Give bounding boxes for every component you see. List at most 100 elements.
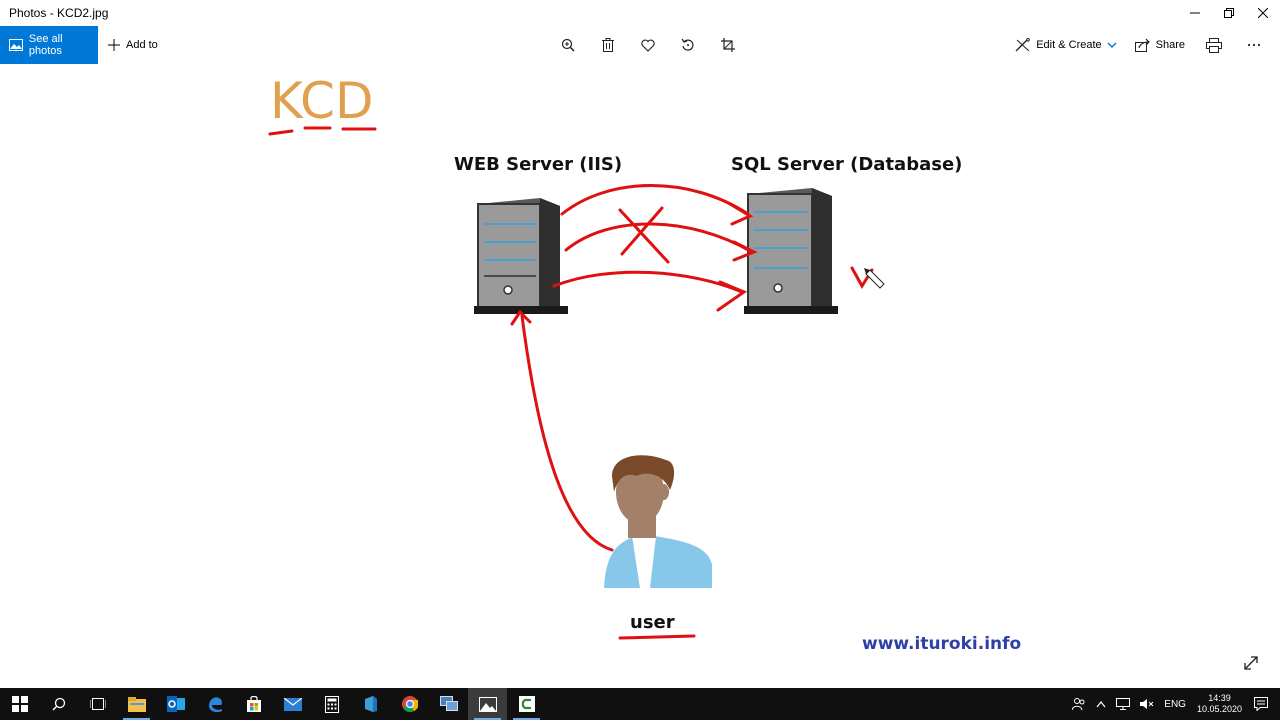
- user-label: user: [630, 612, 675, 633]
- language-label: ENG: [1164, 698, 1186, 710]
- sql-server-label: SQL Server (Database): [731, 154, 963, 175]
- restore-icon: [1224, 8, 1234, 18]
- close-icon: [1258, 8, 1268, 18]
- full-screen-button[interactable]: [1240, 652, 1262, 674]
- arrowhead-user: [510, 309, 532, 326]
- azure-data-studio-icon: [364, 696, 377, 712]
- task-view-icon: [89, 698, 106, 710]
- arrow-bottom: [552, 270, 744, 294]
- show-hidden-icons-button[interactable]: [1091, 700, 1111, 708]
- taskbar-edge[interactable]: [195, 688, 234, 720]
- arrowhead-top: [728, 202, 754, 226]
- search-button[interactable]: [39, 688, 78, 720]
- start-button[interactable]: [0, 688, 39, 720]
- zoom-in-icon: [561, 38, 575, 52]
- add-to-button[interactable]: Add to: [108, 26, 158, 64]
- arrow-top: [560, 184, 750, 216]
- mail-icon: [283, 697, 302, 711]
- file-explorer-icon: [127, 696, 146, 712]
- photo-canvas[interactable]: KCD WEB Server (IIS) SQL Server (Databas…: [0, 64, 1280, 688]
- kcd-underline: [268, 126, 377, 136]
- photo-gallery-icon: [9, 39, 23, 51]
- language-indicator[interactable]: ENG: [1159, 699, 1191, 710]
- search-icon: [51, 697, 65, 711]
- notification-icon: [1254, 697, 1268, 711]
- sql-server-graphic: [744, 188, 838, 314]
- share-icon: [1134, 38, 1150, 52]
- taskbar-photos[interactable]: [468, 688, 507, 720]
- taskbar-mail[interactable]: [273, 688, 312, 720]
- close-button[interactable]: [1246, 0, 1280, 26]
- cross-line-1: [618, 208, 670, 264]
- right-tools: Edit & Create Share: [1006, 26, 1280, 64]
- people-button[interactable]: [1067, 697, 1091, 711]
- photos-icon: [478, 696, 497, 712]
- print-button[interactable]: [1194, 26, 1239, 64]
- chevron-down-icon: [1107, 42, 1117, 48]
- network-status-icon: [1116, 698, 1131, 710]
- annotation-arrows: [510, 184, 874, 640]
- arrowhead-bottom: [716, 280, 748, 312]
- clock-time: 14:39: [1208, 693, 1231, 703]
- taskbar-camtasia[interactable]: [507, 688, 546, 720]
- camtasia-icon: [518, 696, 535, 712]
- zoom-button[interactable]: [548, 26, 588, 64]
- taskbar: ENG 14:39 10.05.2020: [0, 688, 1280, 720]
- printer-icon: [1206, 37, 1222, 53]
- taskbar-network-app[interactable]: [429, 688, 468, 720]
- crop-icon: [721, 38, 735, 52]
- cross-line-2: [620, 206, 664, 256]
- share-button[interactable]: Share: [1126, 26, 1194, 64]
- taskbar-chrome[interactable]: [390, 688, 429, 720]
- arrowhead-middle: [732, 240, 758, 262]
- favorite-button[interactable]: [628, 26, 668, 64]
- edit-create-button[interactable]: Edit & Create: [1006, 26, 1125, 64]
- photo-toolbar: See all photos Add to: [0, 26, 1280, 64]
- expand-icon: [1244, 656, 1258, 670]
- web-server-label: WEB Server (IIS): [454, 154, 623, 175]
- center-tools: [548, 26, 748, 64]
- people-icon: [1072, 698, 1085, 711]
- taskbar-outlook[interactable]: [156, 688, 195, 720]
- delete-button[interactable]: [588, 26, 628, 64]
- chrome-icon: [401, 696, 418, 712]
- edit-create-label: Edit & Create: [1036, 39, 1102, 51]
- see-all-photos-button[interactable]: See all photos: [0, 26, 98, 64]
- more-ellipsis-icon: [1247, 43, 1261, 47]
- heart-icon: [641, 39, 655, 52]
- outlook-icon: [166, 696, 185, 712]
- taskbar-azure-data-studio[interactable]: [351, 688, 390, 720]
- minimize-button[interactable]: [1178, 0, 1212, 26]
- task-view-button[interactable]: [78, 688, 117, 720]
- store-icon: [246, 696, 261, 712]
- see-all-photos-label: See all photos: [28, 33, 63, 57]
- taskbar-calculator[interactable]: [312, 688, 351, 720]
- rotate-button[interactable]: [668, 26, 708, 64]
- user-avatar-graphic: [604, 455, 712, 588]
- trash-icon: [602, 38, 614, 52]
- rotate-icon: [681, 38, 694, 51]
- diagram-image: [268, 126, 885, 640]
- arrow-middle: [564, 222, 754, 254]
- window-controls: [1178, 0, 1280, 26]
- volume-button[interactable]: [1135, 698, 1159, 710]
- more-options-button[interactable]: [1239, 26, 1280, 64]
- action-center-button[interactable]: [1248, 697, 1280, 711]
- restore-button[interactable]: [1212, 0, 1246, 26]
- clock-date: 10.05.2020: [1196, 704, 1242, 714]
- share-label: Share: [1155, 39, 1185, 51]
- user-underline: [618, 634, 696, 640]
- clock[interactable]: 14:39 10.05.2020: [1191, 693, 1248, 715]
- windows-logo-icon: [11, 696, 28, 712]
- kcd-handwriting: KCD: [270, 76, 373, 124]
- arrow-user-to-web: [520, 314, 614, 552]
- kcd-handwritten-text: KCD: [270, 76, 373, 124]
- system-tray: ENG 14:39 10.05.2020: [1067, 688, 1280, 720]
- network-status-button[interactable]: [1111, 698, 1135, 710]
- taskbar-store[interactable]: [234, 688, 273, 720]
- taskbar-file-explorer[interactable]: [117, 688, 156, 720]
- window-title: Photos - KCD2.jpg: [9, 6, 109, 20]
- minimize-icon: [1190, 12, 1200, 14]
- crop-button[interactable]: [708, 26, 748, 64]
